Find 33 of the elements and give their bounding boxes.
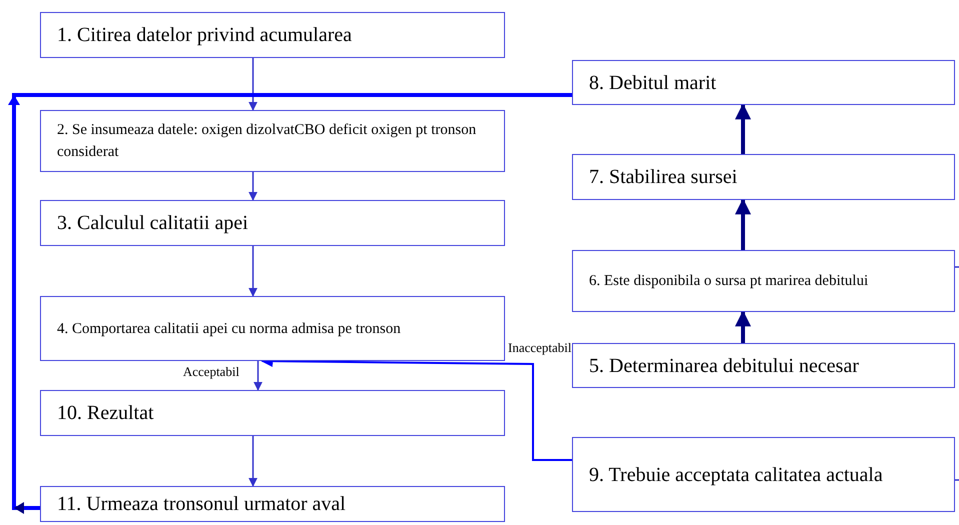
arrow [248, 436, 258, 487]
box-text: 11. Urmeaza tronsonul urmator aval [57, 492, 346, 517]
process-box [40, 486, 505, 522]
box-text: 2. Se insumeaza datele: oxigen dizolvatCBO deficit oxigen pt tronson considerat [57, 121, 478, 162]
box-text: 6. Este disponibila o sursa pt marirea debitului [589, 272, 868, 291]
edge-label: Inacceptabil [508, 340, 572, 356]
box-text: 8. Debitul marit [589, 70, 716, 96]
process-box [40, 12, 505, 58]
process-box [572, 60, 955, 105]
box-text: 10. Rezultat [57, 401, 154, 426]
arrow [248, 172, 258, 201]
process-box [572, 437, 955, 512]
box-text: 4. Comportarea calitatii apei cu norma admisa pe tronson [57, 320, 401, 338]
process-box [40, 390, 505, 436]
process-box [40, 110, 505, 172]
box-text: 3. Calculul calitatii apei [57, 211, 248, 236]
edge-label: Acceptabil [183, 364, 240, 380]
arrow [248, 246, 258, 297]
arrow [735, 310, 751, 343]
arrow [248, 58, 258, 111]
process-box [572, 343, 955, 388]
process-box [40, 200, 505, 246]
box-text: 9. Trebuie acceptata calitatea actuala [589, 462, 883, 488]
box-text: 1. Citirea datelor privind acumularea [57, 23, 352, 48]
arrow [8, 93, 572, 514]
box-text: 5. Determinarea debitului necesar [589, 354, 859, 378]
arrow [735, 103, 751, 154]
process-box [40, 296, 505, 361]
process-box [572, 250, 955, 312]
box-text: 7. Stabilirea sursei [589, 165, 738, 190]
arrow [254, 361, 262, 391]
process-box [572, 154, 955, 200]
arrow [735, 198, 751, 250]
